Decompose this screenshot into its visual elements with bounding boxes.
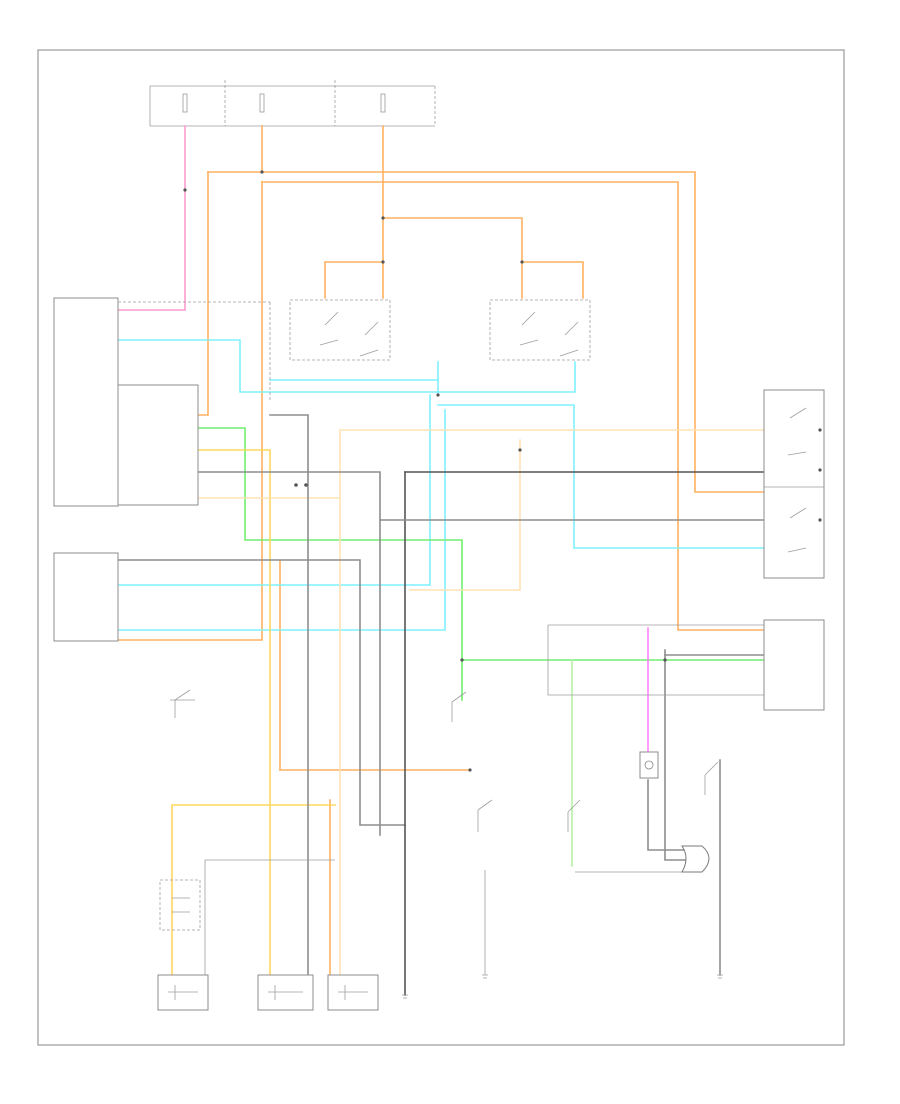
body-control-module bbox=[53, 297, 271, 507]
relay-unit bbox=[639, 751, 659, 779]
left-lock-switch bbox=[289, 299, 391, 361]
door-lock-switch-assembly bbox=[763, 389, 825, 579]
fuse-panel bbox=[149, 80, 436, 127]
rear-lock-switch bbox=[704, 761, 719, 795]
lock-actuator-relay bbox=[159, 879, 201, 931]
yellow-wire-group bbox=[117, 429, 771, 976]
dark-wire-group bbox=[117, 399, 821, 996]
logic-gate-icon bbox=[681, 845, 710, 873]
trunk-switch bbox=[170, 689, 195, 718]
fuse-1-icon bbox=[182, 93, 188, 113]
motor-left bbox=[157, 974, 209, 1011]
door-lock-module bbox=[53, 552, 119, 642]
fuse-3-icon bbox=[380, 93, 386, 113]
right-lock-switch bbox=[489, 299, 591, 361]
junction-dots bbox=[183, 170, 822, 772]
motor-center bbox=[257, 974, 314, 1011]
orange-wire-group bbox=[117, 125, 771, 976]
motor-right bbox=[327, 974, 379, 1011]
green-wire-group bbox=[117, 427, 771, 867]
door-jamb-switch bbox=[477, 799, 581, 832]
fuse-2-icon bbox=[259, 93, 265, 113]
central-lock-module bbox=[763, 619, 825, 711]
pink-wire-group bbox=[117, 125, 186, 311]
cyan-wire-group bbox=[117, 339, 771, 631]
diagram-border bbox=[37, 49, 845, 1046]
tailgate-switch bbox=[451, 691, 467, 722]
ground-symbols bbox=[402, 974, 723, 999]
